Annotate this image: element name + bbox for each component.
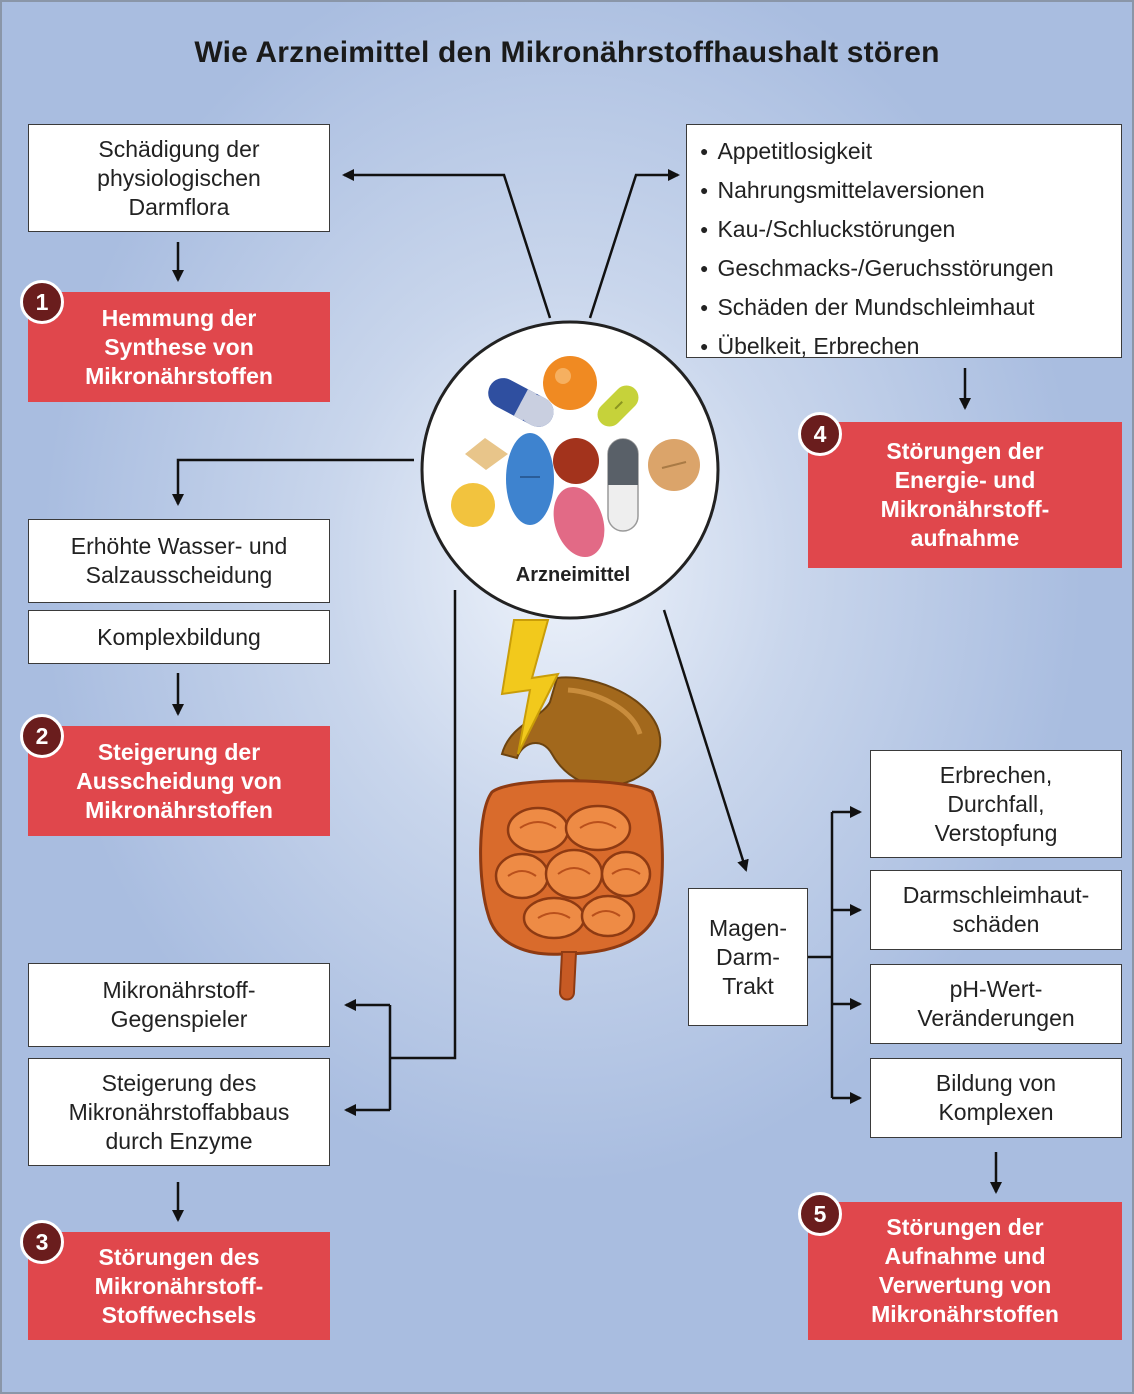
symptom-item: Geschmacks-/Geruchsstörungen [700,250,1053,289]
box-gi-komplexe: Bildung von Komplexen [870,1058,1122,1138]
badge-3: 3 [20,1220,64,1264]
box-darmflora: Schädigung der physiologischen Darmflora [28,124,330,232]
box-magen-darm-trakt: Magen- Darm- Trakt [688,888,808,1026]
box-gi-ph: pH-Wert- Veränderungen [870,964,1122,1044]
box-gegenspieler: Mikronährstoff- Gegenspieler [28,963,330,1047]
effect-box-5: Störungen der Aufnahme und Verwertung vo… [808,1202,1122,1340]
symptom-item: Schäden der Mundschleimhaut [700,289,1054,328]
arrow-to-darmflora [342,169,552,319]
box-komplexbildung: Komplexbildung [28,610,330,664]
symptom-item: Kau-/Schluckstörungen [700,211,1054,250]
line-center-down [390,590,457,1060]
badge-2: 2 [20,714,64,758]
arrow-to-symptoms [588,169,680,319]
effect-box-1: Hemmung der Synthese von Mikronährstoffe… [28,292,330,402]
box-gi-schleimhaut: Darmschleimhaut- schäden [870,870,1122,950]
box-gi-erbrechen: Erbrechen, Durchfall, Verstopfung [870,750,1122,858]
symptom-item: Übelkeit, Erbrechen [700,328,1054,367]
badge-5: 5 [798,1192,842,1236]
badge-4: 4 [798,412,842,456]
arrow-to-magen [662,609,749,872]
effect-box-2: Steigerung der Ausscheidung von Mikronäh… [28,726,330,836]
symptom-item: Appetitlosigkeit [700,133,1054,172]
effect-box-4: Störungen der Energie- und Mikronährstof… [808,422,1122,568]
arrow-to-wasser [172,458,414,506]
page-title: Wie Arzneimittel den Mikronährstoffhaush… [194,36,940,69]
symptom-item: Nahrungsmittelaversionen [700,172,1054,211]
box-wasser: Erhöhte Wasser- und Salzausscheidung [28,519,330,603]
effect-box-3: Störungen des Mikronährstoff- Stoffwechs… [28,1232,330,1340]
badge-1: 1 [20,280,64,324]
center-label: Arzneimittel [515,564,631,586]
box-abbau: Steigerung des Mikronährstoffabbaus durc… [28,1058,330,1166]
symptom-list: Appetitlosigkeit Nahrungsmittelaversione… [700,133,1054,367]
